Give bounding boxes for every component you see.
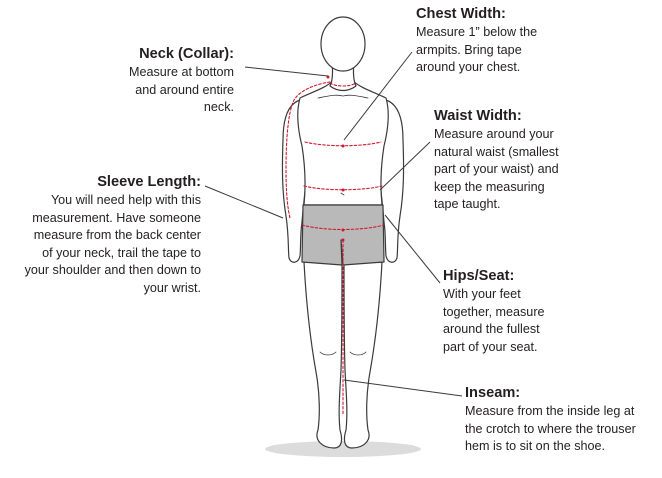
waist-title: Waist Width: <box>434 108 522 124</box>
waist-text-line: Measure around your <box>434 127 554 141</box>
left-knee-line <box>319 351 337 356</box>
hips-text-line: part of your seat. <box>443 339 538 354</box>
collarbone-line <box>317 94 369 99</box>
waist-leader <box>379 141 431 191</box>
neck-text-line: neck. <box>203 100 234 115</box>
inseam-annotation: Inseam: Measure from the inside leg at t… <box>465 383 636 456</box>
neck-annotation: Neck (Collar): Measure at bottom and aro… <box>129 44 234 117</box>
sleeve-text-line: You will need help with this <box>50 193 201 207</box>
inseam-text-line: the crotch to where the trouser <box>465 421 636 436</box>
navel <box>340 192 345 196</box>
waist-text-line: part of your waist) and <box>434 162 559 177</box>
hips-text-line: With your feet <box>443 287 521 301</box>
neck-text-line: and around entire <box>135 82 234 97</box>
hips-title: Hips/Seat: <box>443 268 515 284</box>
sleeve-text-line: your wrist. <box>143 280 201 295</box>
chest-text-line: Measure 1” below the <box>416 25 538 39</box>
torso <box>297 79 389 206</box>
neck-text-line: Measure at bottom <box>129 65 234 79</box>
sleeve-annotation: Sleeve Length: You will need help with t… <box>25 172 201 298</box>
inseam-title: Inseam: <box>465 385 521 401</box>
left-leg <box>303 261 343 449</box>
neck-tape <box>329 82 357 87</box>
hips-leader <box>384 214 441 284</box>
sleeve-text-line: your shoulder and then down to <box>24 263 201 278</box>
shorts <box>301 204 385 266</box>
waist-text-line: tape taught. <box>434 197 501 212</box>
waist-annotation: Waist Width: Measure around your natural… <box>434 106 559 214</box>
chest-leader <box>343 51 413 141</box>
waist-text-line: keep the measuring <box>434 179 545 194</box>
neck-leader <box>244 66 329 77</box>
inseam-tape-dot <box>341 238 345 242</box>
waist-tape <box>303 185 383 191</box>
right-knee-line <box>349 351 367 356</box>
sleeve-leader <box>204 185 284 219</box>
sleeve-text-line: of your neck, trail the tape to <box>42 245 201 260</box>
chest-annotation: Chest Width: Measure 1” below the armpit… <box>416 4 537 77</box>
neck-title: Neck (Collar): <box>139 46 234 62</box>
sleeve-tape <box>285 81 331 219</box>
head <box>320 16 366 72</box>
hips-annotation: Hips/Seat: With your feet together, meas… <box>443 266 545 356</box>
hips-tape-dot <box>341 228 345 232</box>
chest-title: Chest Width: <box>416 6 506 22</box>
sleeve-text-line: measurement. Have someone <box>32 210 201 225</box>
hips-text-line: together, measure <box>443 304 545 319</box>
chest-text-line: armpits. Bring tape <box>416 42 522 57</box>
hips-text-line: around the fullest <box>443 322 540 337</box>
chest-text-line: around your chest. <box>416 60 521 75</box>
sleeve-text-line: measure from the back center <box>33 228 201 243</box>
inseam-text-line: Measure from the inside leg at <box>465 404 635 418</box>
floor-shadow <box>265 441 421 457</box>
inseam-leader <box>343 379 463 397</box>
chest-tape-dot <box>341 144 345 148</box>
inseam-text-line: hem is to sit on the shoe. <box>465 439 606 454</box>
waist-text-line: natural waist (smallest <box>434 144 559 159</box>
sleeve-title: Sleeve Length: <box>97 174 201 190</box>
right-leg <box>343 261 383 449</box>
waist-tape-dot <box>341 188 345 192</box>
